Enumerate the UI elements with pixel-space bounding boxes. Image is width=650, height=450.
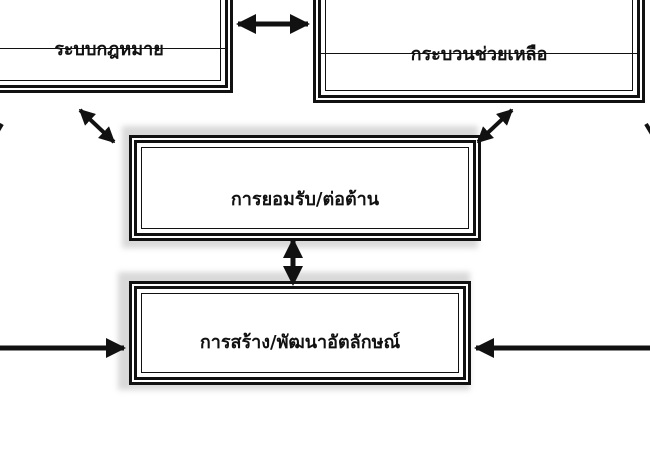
left-diagonal-arrow: [78, 108, 116, 144]
right-diagonal-arrow: [476, 108, 514, 144]
legal-system-box: ระบบกฎหมาย: [0, 0, 228, 88]
legal-system-box-rule: [0, 48, 225, 49]
support-process-box-rule: [321, 53, 637, 54]
identity-label: การสร้าง/พัฒนาอัตลักษณ์: [199, 331, 401, 353]
support-process-box: กระบวนช่วยเหลือ: [318, 0, 640, 98]
acceptance-label: การยอมรับ/ต่อต้าน: [230, 188, 380, 210]
support-process-label: กระบวนช่วยเหลือ: [410, 43, 548, 65]
legal-system-label: ระบบกฎหมาย: [54, 38, 164, 60]
identity-box: การสร้าง/พัฒนาอัตลักษณ์: [134, 286, 466, 380]
left-edge-arrow-fragment: [0, 122, 4, 132]
right-edge-arrow-fragment: [644, 122, 650, 135]
acceptance-box: การยอมรับ/ต่อต้าน: [134, 140, 476, 236]
